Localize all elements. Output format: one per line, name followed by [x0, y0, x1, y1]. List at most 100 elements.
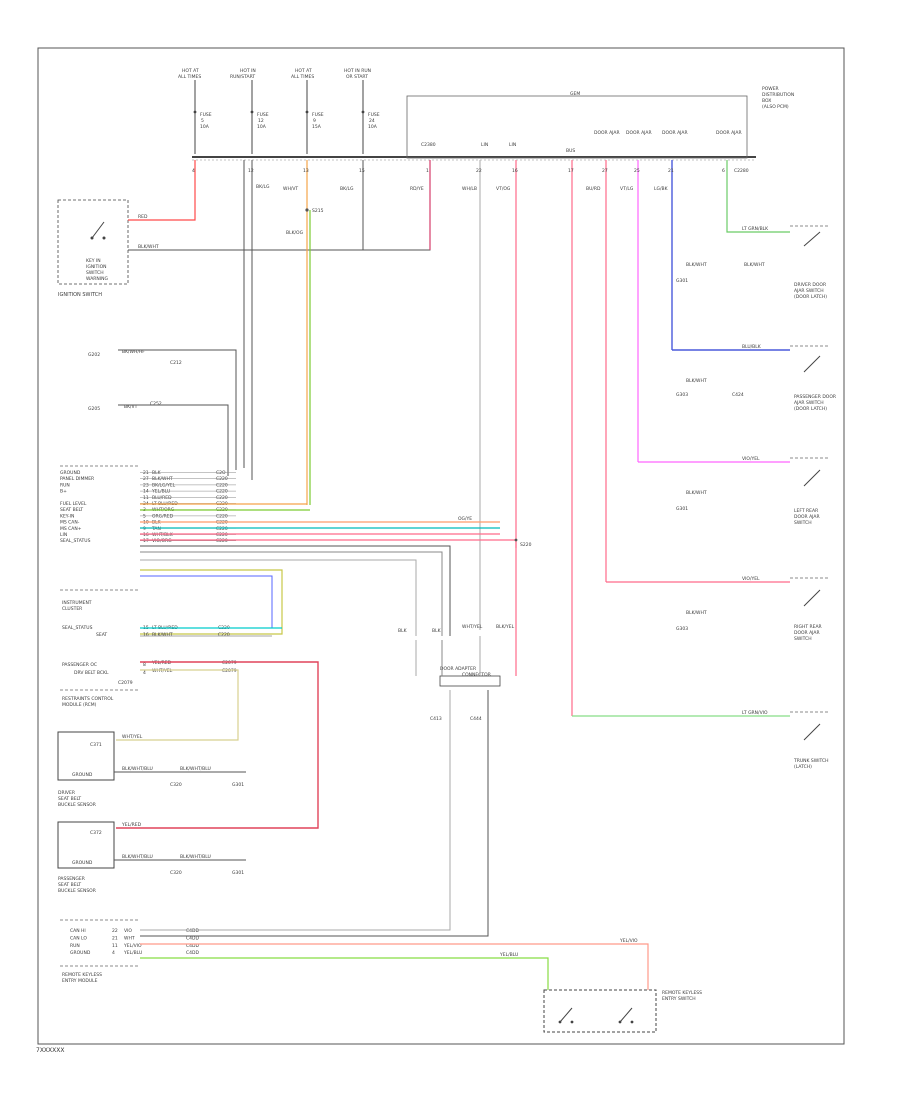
bottom-switch-wire-bot: YEL/BLU	[499, 952, 518, 958]
pin-12: 6	[722, 168, 725, 174]
fuse-12-a: FUSE	[257, 112, 269, 118]
door-switches: LT GRN/BLK BLK/WHT BLK/WHT G301 DRIVER D…	[572, 225, 836, 770]
fuse-box-label-4: (ALSO PCM)	[762, 104, 789, 110]
feed-2-label-a: HOT IN	[240, 68, 256, 74]
passenger-buckle-sensor: C372 GROUND YEL/RED BLK/WHT/BLU BLK/WHT/…	[57, 821, 246, 894]
module-row-pin: 11	[112, 943, 118, 949]
pass-buckle-wire2a: BLK/WHT/BLU	[122, 854, 153, 860]
pin-6: 22	[476, 168, 482, 174]
conn-label-1: C2380	[421, 142, 436, 148]
cluster-row-wire: TAN	[151, 526, 161, 532]
module-row-label: CAN HI	[70, 928, 86, 934]
ds2-wire: BLU/BLK	[742, 344, 762, 350]
fuse-5-a: FUSE	[200, 112, 212, 118]
pass-buckle-ref1: C320	[170, 870, 182, 876]
cluster-row-label: FUEL LEVEL	[60, 501, 87, 507]
fuse-24-c: 10A	[368, 124, 378, 130]
cluster-row-conn: C220	[216, 476, 228, 482]
ds2-title-2: AJAR SWITCH	[794, 400, 824, 406]
ign-inner-3: SWITCH	[86, 270, 104, 276]
rcm-row-2-conn: C2079	[222, 668, 237, 674]
pass-buckle-inner-2: GROUND	[72, 860, 93, 866]
cluster-row-label: GROUND	[60, 470, 81, 476]
cluster-row-conn: C220	[216, 489, 228, 495]
cc-label-4: BLK/YEL	[496, 624, 515, 630]
cluster-row-conn: C220	[216, 495, 228, 501]
center-connector: BLK BLK WHT/YEL BLK/YEL DOOR ADAPTER CON…	[398, 624, 517, 722]
ds2-gwire: BLK/WHT	[686, 378, 707, 384]
cluster-row-pin: 5	[143, 513, 146, 519]
ds1-title-1: DRIVER DOOR	[794, 282, 826, 288]
cluster-row-label: MS CAN+	[60, 526, 82, 532]
fuse-box-label-1: POWER	[762, 86, 779, 92]
cluster-row-wire: BLK	[152, 470, 162, 476]
ds1-title-2: AJAR SWITCH	[794, 288, 824, 294]
module-row-conn: C4DD	[186, 935, 199, 941]
figure-id: 7XXXXXX	[36, 1047, 65, 1054]
ds4-title-2: DOOR AJAR	[794, 630, 820, 636]
cluster-row-pin: 16	[143, 532, 149, 538]
module-row-pin: 21	[112, 935, 118, 941]
pin-10: 25	[634, 168, 640, 174]
module-row-label: GROUND	[70, 950, 91, 956]
ds4-title-3: SWITCH	[794, 636, 812, 642]
cluster-row-wire: BLU/RED	[152, 495, 172, 501]
drv-buckle-ref2: G301	[232, 782, 244, 788]
fuse-9-a: FUSE	[312, 112, 324, 118]
cluster-row-label: B+	[60, 489, 67, 495]
pass-buckle-title-3: BUCKLE SENSOR	[58, 888, 96, 894]
ds4-wire: VIO/YEL	[742, 576, 760, 582]
fuse-feed-4: HOT IN RUN OR START FUSE 24 10A	[344, 68, 380, 154]
module-row-conn: C4DD	[186, 943, 199, 949]
gem-label: GEM	[570, 91, 580, 97]
rcm-connector: C2079	[118, 680, 133, 686]
g1-label: G202	[88, 352, 100, 358]
ds4-glabel: G303	[676, 626, 688, 632]
rcm-row-2-label: DRV BELT BCKL	[74, 670, 109, 676]
ds1-wire: LT GRN/BLK	[742, 226, 769, 232]
conn-label-2: LIN	[481, 142, 488, 148]
w14-label: LG/BK	[654, 186, 669, 192]
driver-buckle-sensor: C371 GROUND WHT/YEL BLK/WHT/BLU BLK/WHT/…	[57, 731, 246, 808]
bottom-switch-title-2: ENTRY SWITCH	[662, 996, 696, 1002]
pin-7: 16	[512, 168, 518, 174]
wire-red-label: RED	[138, 214, 148, 220]
module-row-wire: YEL/VIO	[123, 943, 142, 949]
w3-label: BK/LG	[256, 184, 270, 190]
cluster-row-label: KEY-IN	[60, 513, 74, 519]
fuse-24-a: FUSE	[368, 112, 380, 118]
bottom-switch: REMOTE KEYLESS ENTRY SWITCH	[543, 989, 702, 1033]
pin-2: 12	[248, 168, 254, 174]
drv-buckle-wire2b: BLK/WHT/BLU	[180, 766, 211, 772]
module-row-label: RUN	[70, 943, 80, 949]
fuse-5-b: 5	[201, 118, 204, 124]
cluster-lower-2-wire: BLK/WHT	[152, 632, 173, 638]
cluster-row-conn: C220	[216, 526, 228, 532]
ds1-glabel: G301	[676, 278, 688, 284]
rcm-title-2: MODULE (RCM)	[62, 702, 97, 708]
restraints-module: PASSENGER OC 8 YEL/RED C2079 DRV BELT BC…	[60, 660, 319, 829]
cluster-lower-2-conn: C220	[218, 632, 230, 638]
pass-buckle-wire1: YEL/RED	[121, 822, 142, 828]
pass-buckle-wire2b: BLK/WHT/BLU	[180, 854, 211, 860]
cc-bottom-2: C444	[470, 716, 482, 722]
rcm-row-1-wire: YEL/RED	[151, 660, 172, 666]
bottom-switch-wire-top: YEL/VIO	[619, 938, 638, 944]
cc-title-2: CONNECTOR	[462, 672, 491, 678]
ign-inner-4: WARNING	[86, 276, 108, 282]
ds3-title-2: DOOR AJAR	[794, 514, 820, 520]
pin-11: 21	[668, 168, 674, 174]
rcm-title-1: RESTRAINTS CONTROL	[62, 696, 114, 702]
cluster-row-pin: 27	[143, 476, 149, 482]
cc-label-3: WHT/YEL	[462, 624, 483, 630]
rcm-row-2-pin: 4	[143, 670, 146, 676]
ds1-gwire2: BLK/WHT	[744, 262, 765, 268]
conn-label-5: DOOR AJAR	[594, 130, 620, 136]
ds5-title-2: (LATCH)	[794, 764, 812, 770]
feed-1-label-b: ALL TIMES	[178, 74, 201, 80]
w8-label: WH/LB	[462, 186, 477, 192]
cluster-row-pin: 11	[143, 495, 149, 501]
rcm-row-1-label: PASSENGER OC	[62, 662, 97, 668]
rcm-row-1-pin: 8	[143, 662, 146, 668]
